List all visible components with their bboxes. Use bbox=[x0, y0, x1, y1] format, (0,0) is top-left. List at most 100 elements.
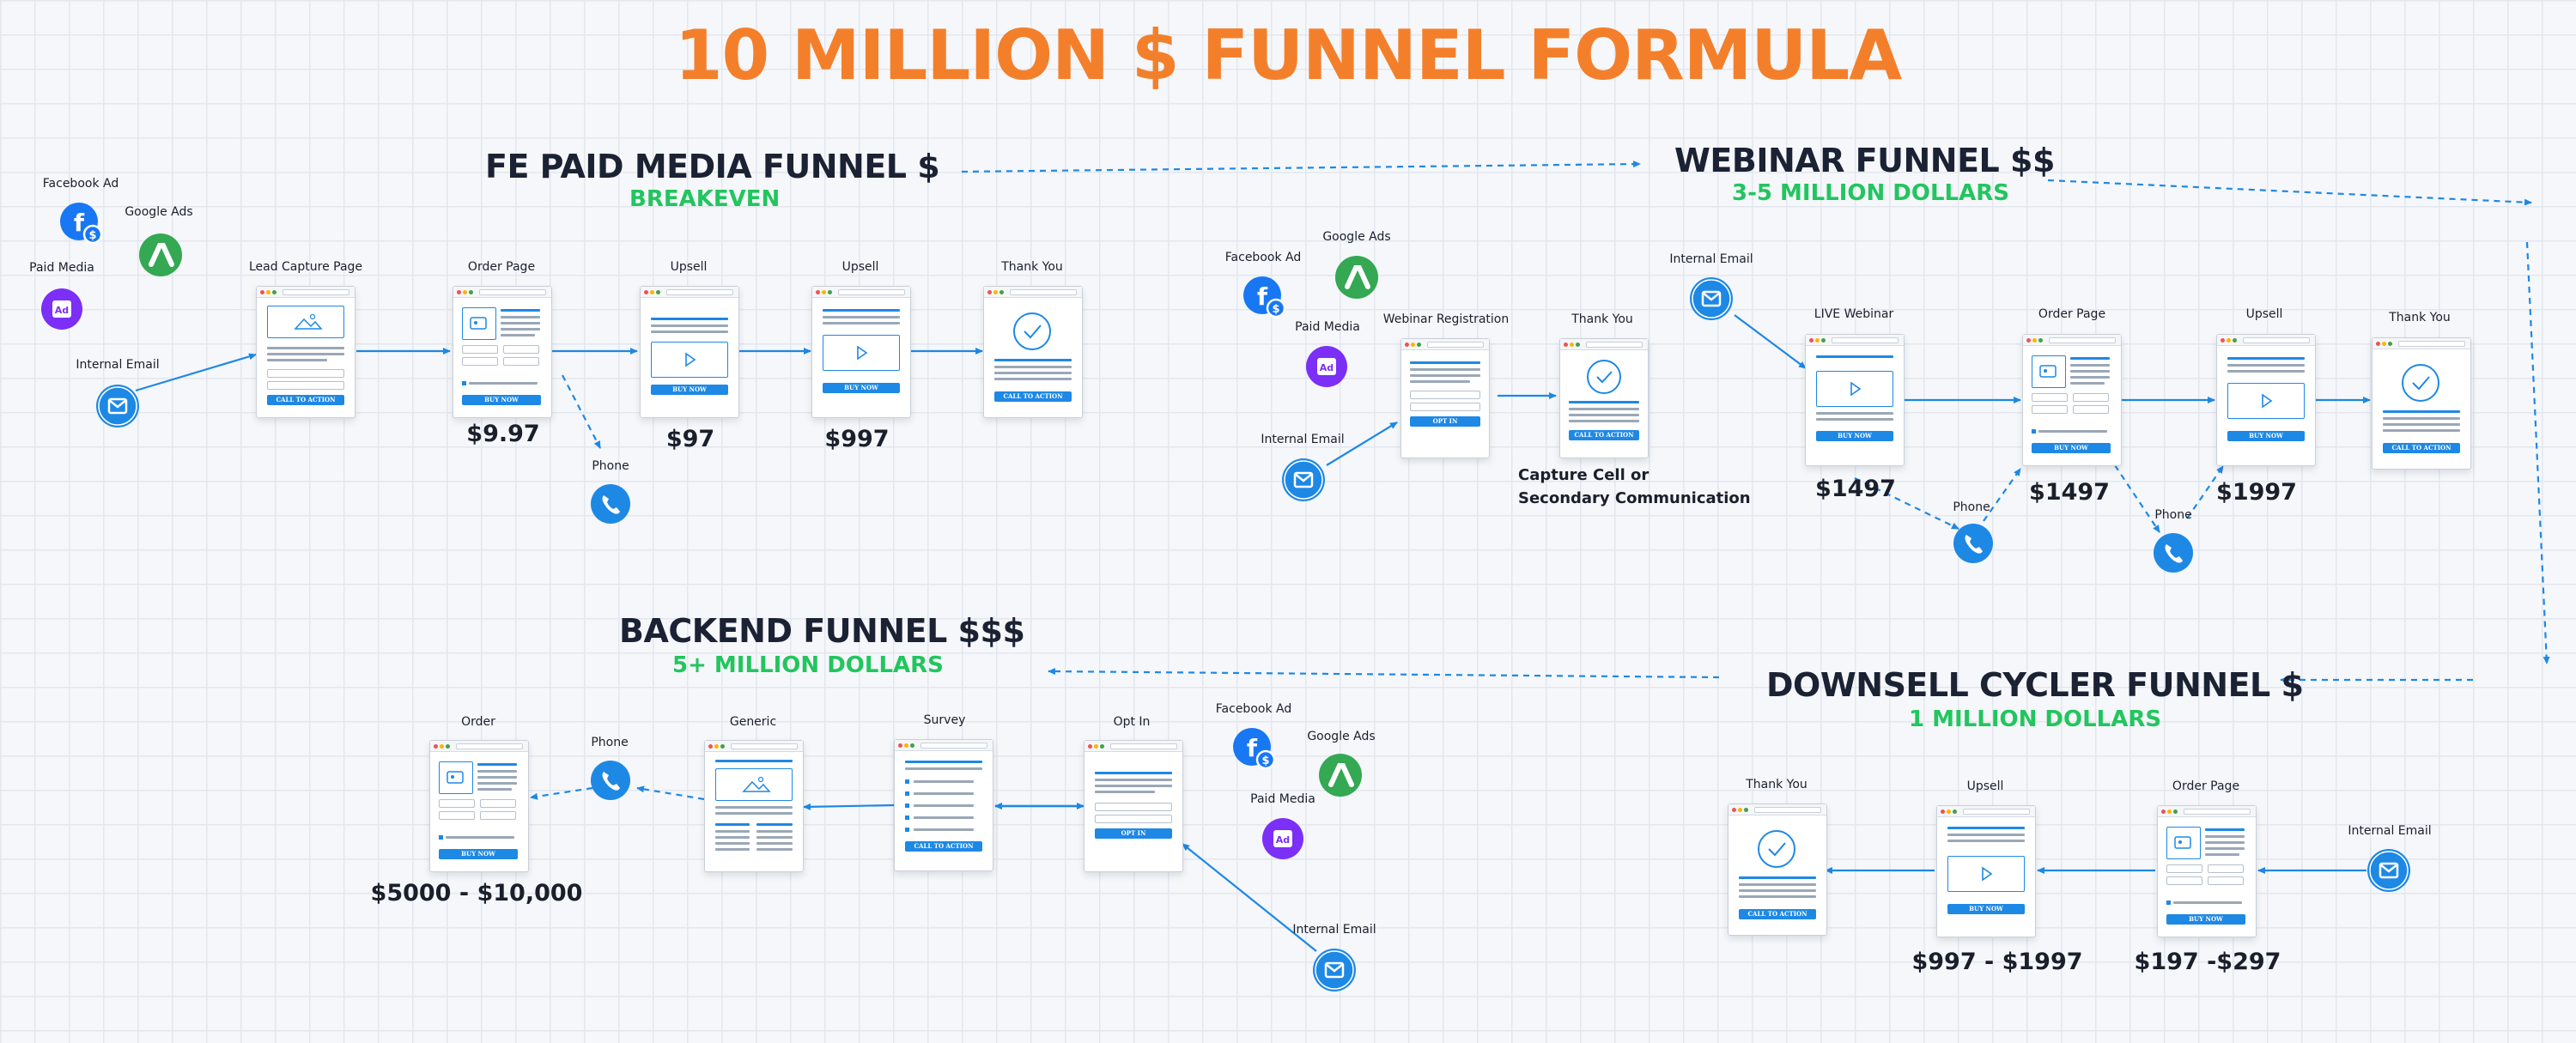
video-play-icon bbox=[1816, 371, 1893, 407]
email-icon bbox=[96, 385, 139, 428]
webinar-registration-page: OPT IN bbox=[1400, 338, 1490, 458]
product-icon bbox=[2032, 355, 2066, 388]
buy-now-button[interactable]: BUY NOW bbox=[439, 849, 518, 859]
page-label: Upsell bbox=[1966, 779, 2004, 793]
svg-text:$: $ bbox=[1261, 755, 1269, 767]
opt-in-button[interactable]: OPT IN bbox=[1410, 416, 1480, 427]
facebook-ad-label: Facebook Ad bbox=[1215, 702, 1292, 716]
price-label: $1997 bbox=[2216, 479, 2297, 506]
email-icon bbox=[1313, 949, 1356, 991]
downsell-funnel-title: DOWNSELL CYCLER FUNNEL $ bbox=[1766, 666, 2304, 704]
upsell-page: BUY NOW bbox=[1936, 805, 2036, 937]
cta-button[interactable]: CALL TO ACTION bbox=[905, 841, 982, 852]
phone-label: Phone bbox=[2154, 508, 2192, 522]
lead-capture-page: CALL TO ACTION bbox=[256, 286, 355, 418]
page-label: Thank You bbox=[1001, 260, 1063, 274]
phone-label: Phone bbox=[591, 736, 629, 749]
internal-email-label: Internal Email bbox=[1669, 252, 1753, 266]
paid-media-icon: Ad bbox=[41, 288, 82, 330]
buy-now-button[interactable]: BUY NOW bbox=[1947, 904, 2025, 914]
svg-text:Ad: Ad bbox=[1276, 834, 1290, 846]
opt-in-page: OPT IN bbox=[1084, 740, 1183, 872]
upsell-page: BUY NOW bbox=[811, 286, 911, 418]
buy-now-button[interactable]: BUY NOW bbox=[462, 395, 541, 405]
google-ads-icon bbox=[1335, 256, 1378, 299]
survey-page: CALL TO ACTION bbox=[894, 739, 993, 871]
upsell-page: BUY NOW bbox=[2216, 334, 2316, 466]
svg-text:f: f bbox=[74, 209, 85, 237]
cta-button[interactable]: CALL TO ACTION bbox=[2383, 443, 2460, 453]
svg-text:$: $ bbox=[1272, 303, 1279, 316]
buy-now-button[interactable]: BUY NOW bbox=[2032, 443, 2111, 453]
order-page: BUY NOW bbox=[453, 286, 552, 418]
internal-email-label: Internal Email bbox=[1292, 923, 1376, 937]
thank-you-page: CALL TO ACTION bbox=[2372, 337, 2471, 470]
page-label: Thank You bbox=[1571, 312, 1633, 326]
facebook-icon: f$ bbox=[60, 203, 103, 245]
order-page: BUY NOW bbox=[2022, 334, 2122, 466]
order-page: BUY NOW bbox=[429, 740, 529, 872]
price-label: $197 -$297 bbox=[2134, 949, 2281, 975]
page-label: Order Page bbox=[467, 260, 536, 274]
facebook-icon: f$ bbox=[1243, 276, 1286, 318]
phone-icon bbox=[2154, 533, 2193, 573]
page-label: Opt In bbox=[1113, 715, 1151, 729]
fe-funnel-title: FE PAID MEDIA FUNNEL $ bbox=[485, 148, 940, 185]
buy-now-button[interactable]: BUY NOW bbox=[651, 385, 728, 395]
thank-you-page: CALL TO ACTION bbox=[1728, 803, 1827, 936]
email-icon bbox=[2367, 849, 2410, 892]
checkmark-icon bbox=[1587, 360, 1621, 394]
buy-now-button[interactable]: BUY NOW bbox=[823, 383, 900, 393]
thank-you-page: CALL TO ACTION bbox=[983, 286, 1083, 418]
svg-text:f: f bbox=[1247, 734, 1258, 762]
phone-label: Phone bbox=[592, 459, 629, 473]
price-label: $997 bbox=[824, 426, 890, 452]
cta-button[interactable]: CALL TO ACTION bbox=[1739, 909, 1816, 919]
opt-in-button[interactable]: OPT IN bbox=[1095, 828, 1172, 839]
price-label: $1497 bbox=[1815, 476, 1896, 502]
paid-media-label: Paid Media bbox=[29, 261, 94, 275]
price-label: $9.97 bbox=[466, 421, 540, 447]
phone-icon bbox=[1953, 524, 1993, 563]
paid-media-icon: Ad bbox=[1262, 818, 1303, 859]
buy-now-button[interactable]: BUY NOW bbox=[2166, 914, 2245, 925]
paid-media-label: Paid Media bbox=[1295, 320, 1360, 334]
image-placeholder-icon bbox=[715, 768, 793, 801]
cta-button[interactable]: CALL TO ACTION bbox=[267, 395, 344, 405]
google-ads-label: Google Ads bbox=[125, 205, 193, 219]
cta-button[interactable]: CALL TO ACTION bbox=[1569, 430, 1639, 440]
page-label: Lead Capture Page bbox=[248, 260, 363, 274]
video-play-icon bbox=[1947, 856, 2025, 892]
capture-note: Capture Cell or Secondary Communication bbox=[1518, 466, 1751, 507]
order-page: BUY NOW bbox=[2157, 805, 2257, 937]
phone-label: Phone bbox=[1953, 500, 1990, 514]
facebook-ad-label: Facebook Ad bbox=[42, 177, 119, 191]
checkmark-icon bbox=[1013, 312, 1051, 350]
price-label: $5000 - $10,000 bbox=[370, 880, 583, 907]
downsell-funnel-subtitle: 1 MILLION DOLLARS bbox=[1909, 706, 2162, 732]
video-play-icon bbox=[2227, 383, 2305, 419]
phone-icon bbox=[591, 484, 630, 524]
internal-email-label: Internal Email bbox=[1261, 433, 1345, 446]
checkmark-icon bbox=[2402, 364, 2439, 402]
page-label: Upsell bbox=[670, 260, 708, 274]
page-label: Upsell bbox=[841, 260, 879, 274]
facebook-ad-label: Facebook Ad bbox=[1224, 251, 1302, 264]
buy-now-button[interactable]: BUY NOW bbox=[1816, 431, 1893, 441]
buy-now-button[interactable]: BUY NOW bbox=[2227, 431, 2305, 441]
product-icon bbox=[2166, 827, 2201, 859]
image-placeholder-icon bbox=[267, 306, 344, 338]
page-label: Thank You bbox=[2389, 311, 2451, 324]
checkmark-icon bbox=[1758, 830, 1795, 868]
page-label: LIVE Webinar bbox=[1814, 307, 1894, 321]
email-icon bbox=[1282, 458, 1325, 501]
page-label: Generic bbox=[729, 715, 777, 729]
upsell-page: BUY NOW bbox=[640, 286, 739, 418]
email-icon bbox=[1690, 277, 1733, 320]
internal-email-label: Internal Email bbox=[76, 358, 160, 372]
page-label: Thank You bbox=[1746, 778, 1807, 791]
page-label: Webinar Registration bbox=[1382, 312, 1510, 326]
webinar-funnel-title: WEBINAR FUNNEL $$ bbox=[1674, 142, 2055, 179]
cta-button[interactable]: CALL TO ACTION bbox=[994, 391, 1072, 402]
